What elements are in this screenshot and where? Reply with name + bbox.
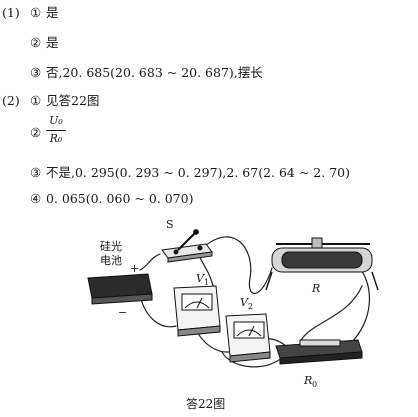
minus-sign: −	[118, 306, 127, 319]
v2-label: V	[240, 296, 249, 309]
switch	[161, 229, 213, 263]
photocell-label-line2: 电池	[100, 254, 122, 267]
part2-item1-text: 见答22图	[46, 93, 100, 108]
voltmeter-v1	[173, 285, 221, 337]
wire-switch-to-rheostat	[204, 236, 273, 295]
part1-label: (1)	[2, 5, 20, 20]
part1-item3-mark: ③	[30, 65, 42, 80]
resistor-sub: 0	[312, 380, 317, 389]
v1-sub: 1	[204, 278, 209, 287]
part2-item3-text: 不是,0. 295(0. 293 ~ 0. 297),2. 67(2. 64 ~…	[46, 165, 350, 180]
part1-item3-text: 否,20. 685(20. 683 ~ 20. 687),摆长	[46, 65, 263, 80]
part2-item1-mark: ①	[30, 93, 42, 108]
wire-rheostat-to-r0	[351, 267, 371, 343]
part2-item4-text: 0. 065(0. 060 ~ 0. 070)	[46, 191, 194, 206]
part2-item4-mark: ④	[30, 191, 42, 206]
rheostat-label: R	[311, 282, 320, 295]
photocell	[87, 273, 153, 305]
fraction-numerator: U₀	[49, 114, 63, 127]
wire-v2-to-r0	[221, 351, 285, 368]
wire-r0-to-rheostat-slider	[299, 285, 363, 343]
part1-item1-text: 是	[46, 5, 59, 20]
rheostat	[265, 237, 379, 291]
fraction-denominator: R₀	[49, 132, 63, 145]
v2-sub: 2	[248, 302, 253, 311]
figure-caption: 答22图	[186, 396, 225, 411]
part1-item2-mark: ②	[30, 35, 42, 50]
wire-cell-plus-to-switch	[139, 253, 161, 271]
switch-label: S	[166, 218, 174, 231]
part2-item2-mark: ②	[30, 125, 42, 140]
photocell-label-line1: 硅光	[100, 239, 122, 253]
wire-cell-minus-to-v1	[139, 295, 177, 328]
fraction-bar	[46, 130, 66, 131]
plus-sign: +	[130, 262, 139, 275]
resistor-r0	[275, 339, 363, 365]
part2-item3-mark: ③	[30, 165, 42, 180]
part1-item1-mark: ①	[30, 5, 42, 20]
resistor-label: R	[303, 374, 312, 387]
part1-item2-text: 是	[46, 35, 59, 50]
v1-label: V	[196, 272, 205, 285]
voltmeter-v2	[225, 313, 271, 363]
part2-label: (2)	[2, 93, 20, 108]
